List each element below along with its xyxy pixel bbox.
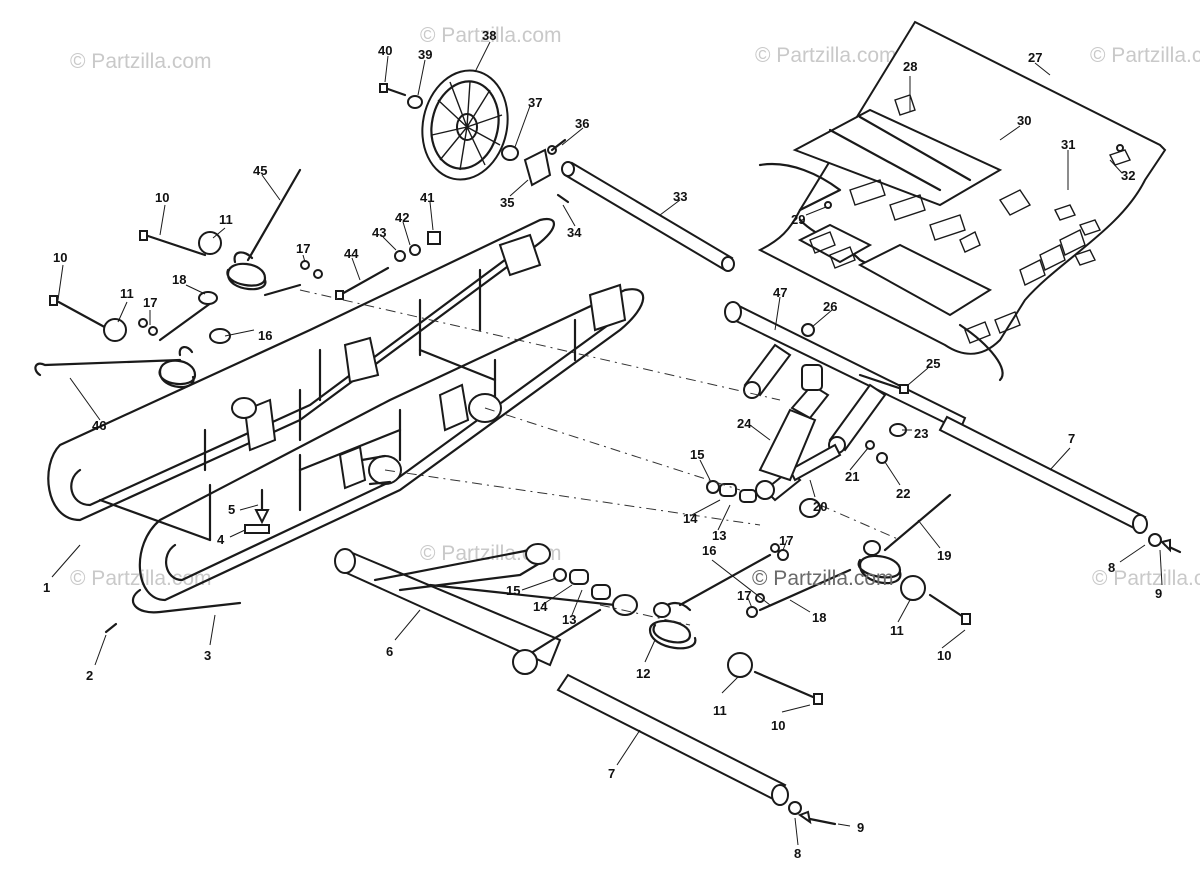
callout-46: 46 [92, 418, 106, 433]
callout-32: 32 [1121, 168, 1135, 183]
callout-16: 16 [702, 543, 716, 558]
front-spring-assembly [648, 553, 823, 705]
callout-10: 10 [155, 190, 169, 205]
watermark: © Partzilla.com [752, 567, 894, 590]
callout-43: 43 [372, 225, 386, 240]
callout-7: 7 [1068, 431, 1075, 446]
callout-9: 9 [857, 820, 864, 835]
callout-24: 24 [737, 416, 752, 431]
callout-29: 29 [791, 212, 805, 227]
callout-1: 1 [43, 580, 50, 595]
callout-31: 31 [1061, 137, 1075, 152]
callout-42: 42 [395, 210, 409, 225]
callout-30: 30 [1017, 113, 1031, 128]
callout-39: 39 [418, 47, 432, 62]
callout-18: 18 [812, 610, 826, 625]
callout-16: 16 [258, 328, 272, 343]
callout-11: 11 [120, 286, 134, 301]
callout-17: 17 [779, 533, 793, 548]
front-bushings [553, 568, 611, 600]
callout-14: 14 [683, 511, 698, 526]
callout-2: 2 [86, 668, 93, 683]
front-axle [556, 673, 837, 826]
callout-41: 41 [420, 190, 434, 205]
watermark: © Partzilla.com [1092, 567, 1200, 590]
callout-11: 11 [890, 623, 904, 638]
callout-44: 44 [344, 246, 359, 261]
idler-wheel-assembly [379, 69, 735, 272]
leader-lines [51, 41, 1163, 846]
callout-14: 14 [533, 599, 548, 614]
callout-12: 12 [636, 666, 650, 681]
callout-9: 9 [1155, 586, 1162, 601]
callout-6: 6 [386, 644, 393, 659]
callout-47: 47 [773, 285, 787, 300]
callout-17: 17 [737, 588, 751, 603]
rear-arm-shock [706, 301, 967, 518]
callout-40: 40 [378, 43, 392, 58]
callout-28: 28 [903, 59, 917, 74]
callout-13: 13 [562, 612, 576, 627]
callout-11: 11 [219, 212, 233, 227]
callout-15: 15 [506, 583, 520, 598]
watermark: © Partzilla.com [755, 44, 897, 67]
callout-34: 34 [567, 225, 582, 240]
slide-frame [47, 217, 645, 634]
callout-19: 19 [937, 548, 951, 563]
callout-10: 10 [771, 718, 785, 733]
callout-17: 17 [143, 295, 157, 310]
callout-7: 7 [608, 766, 615, 781]
callout-22: 22 [896, 486, 910, 501]
callout-labels: 1 2 3 4 5 6 7 7 8 8 9 9 10 10 10 10 11 1… [43, 28, 1162, 861]
rear-axle [938, 415, 1182, 554]
callout-36: 36 [575, 116, 589, 131]
centerlines [299, 289, 901, 626]
callout-21: 21 [845, 469, 859, 484]
callout-38: 38 [482, 28, 496, 43]
callout-8: 8 [794, 846, 801, 861]
callout-4: 4 [217, 532, 225, 547]
callout-35: 35 [500, 195, 514, 210]
callout-10: 10 [937, 648, 951, 663]
callout-25: 25 [926, 356, 940, 371]
callout-17: 17 [296, 241, 310, 256]
rear-left-spring-assembly [34, 168, 323, 389]
watermark: © Partzilla.com [1090, 44, 1200, 67]
track [757, 20, 1167, 382]
rear-spring-assembly [746, 493, 971, 625]
watermark: © Partzilla.com [420, 542, 562, 565]
callout-11: 11 [713, 703, 727, 718]
callout-33: 33 [673, 189, 687, 204]
callout-37: 37 [528, 95, 542, 110]
callout-5: 5 [228, 502, 235, 517]
frame-hardware [335, 231, 441, 300]
callout-10: 10 [53, 250, 67, 265]
callout-45: 45 [253, 163, 267, 178]
watermark: © Partzilla.com [70, 50, 212, 73]
watermark: © Partzilla.com [420, 24, 562, 47]
callout-27: 27 [1028, 50, 1042, 65]
callout-20: 20 [813, 499, 827, 514]
watermark-layer: © Partzilla.com © Partzilla.com © Partzi… [70, 24, 1200, 590]
callout-13: 13 [712, 528, 726, 543]
callout-15: 15 [690, 447, 704, 462]
callout-18: 18 [172, 272, 186, 287]
callout-23: 23 [914, 426, 928, 441]
callout-8: 8 [1108, 560, 1115, 575]
callout-26: 26 [823, 299, 837, 314]
front-arm [334, 543, 638, 675]
callout-3: 3 [204, 648, 211, 663]
